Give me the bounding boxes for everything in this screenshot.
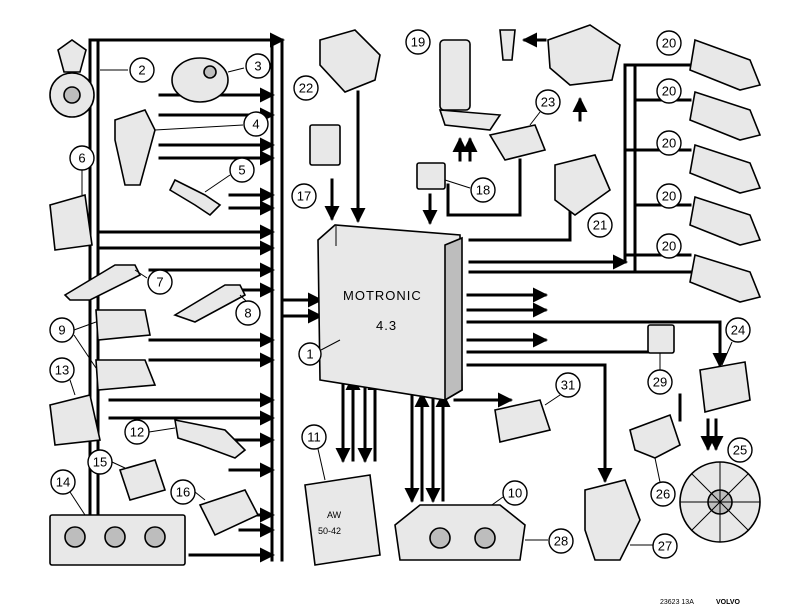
ecu-label-line1: MOTRONIC	[343, 288, 422, 303]
footer-code: 23623 13A	[660, 599, 694, 606]
callout-8: 8	[244, 306, 251, 321]
callout-28: 28	[554, 534, 568, 549]
right-bus-wires	[324, 32, 728, 503]
callout-9: 9	[58, 323, 65, 338]
callout-27: 27	[658, 539, 672, 554]
component-11-gearbox-module: 11 AW 50-42	[301, 424, 381, 566]
component-19-fuel-pump: 19	[405, 29, 502, 131]
callout-2: 2	[138, 63, 145, 78]
component-9-knock-sensor: 9	[49, 309, 157, 391]
spark-plug	[499, 29, 516, 61]
callout-19: 19	[411, 35, 425, 50]
component-31-switch: 31	[494, 372, 581, 443]
component-21-throttle-switch: 21	[554, 154, 613, 238]
gearbox-label-line2: 50-42	[318, 526, 341, 536]
callout-11: 11	[307, 430, 321, 445]
callout-20-b: 20	[662, 84, 676, 99]
callout-4: 4	[252, 117, 259, 132]
callout-20-d: 20	[662, 189, 676, 204]
callout-1: 1	[306, 347, 313, 362]
component-6-sensor: 6	[49, 145, 95, 251]
component-10-instrument-cluster: 10 28	[394, 480, 574, 561]
component-14-climate-panel: 14	[49, 469, 186, 566]
component-12-sensor: 12	[124, 418, 247, 459]
component-29-relay: 29	[647, 324, 675, 395]
callout-6: 6	[78, 151, 85, 166]
callout-16: 16	[176, 485, 190, 500]
component-4-airflow-meter: 4	[114, 109, 269, 186]
callout-5: 5	[238, 163, 245, 178]
callout-7: 7	[156, 275, 163, 290]
component-13-sensor: 13	[49, 357, 101, 446]
gearbox-label-line1: AW	[327, 510, 342, 520]
component-25-fan: 25	[679, 437, 761, 543]
callout-3: 3	[254, 59, 261, 74]
component-3-sensor: 3	[171, 53, 271, 103]
component-15-sensor: 15	[87, 449, 167, 501]
component-23-sensor: 23	[488, 89, 561, 161]
component-5-temp-sensor: 5	[168, 157, 255, 217]
component-8-sensor: 8	[173, 284, 261, 326]
component-18-relay: 18	[416, 162, 496, 203]
callout-12: 12	[130, 425, 144, 440]
footer-brand: VOLVO	[716, 599, 741, 606]
injector-5: 20	[656, 233, 762, 303]
callout-23: 23	[541, 95, 555, 110]
component-26-valve: 26	[629, 413, 681, 507]
component-2-horn: 2	[49, 39, 155, 118]
component-24-module: 24	[699, 317, 751, 414]
callout-22: 22	[299, 81, 313, 96]
callout-18: 18	[476, 183, 490, 198]
injector-1: 20	[656, 30, 762, 91]
component-7-sensor: 7	[63, 264, 173, 301]
injector-4: 20	[656, 183, 762, 246]
injector-2: 20	[656, 78, 762, 141]
callout-15: 15	[93, 455, 107, 470]
callout-29: 29	[653, 375, 667, 390]
component-16-sensor: 16	[170, 479, 260, 537]
component-17-relay: 17	[291, 124, 341, 209]
ecu-label-line2: 4.3	[376, 318, 397, 333]
callout-20-e: 20	[662, 239, 676, 254]
callout-10: 10	[508, 486, 522, 501]
callout-21: 21	[593, 218, 607, 233]
callout-25: 25	[733, 443, 747, 458]
component-22-idle-valve: 22	[293, 29, 381, 101]
callout-31: 31	[561, 378, 575, 393]
callout-17: 17	[297, 189, 311, 204]
callout-20-a: 20	[662, 36, 676, 51]
injector-3: 20	[656, 130, 762, 194]
injectors-group: 20 20 20 20 20	[656, 30, 762, 303]
component-distributor	[547, 24, 621, 86]
ecu-motronic: MOTRONIC 4.3 1	[298, 224, 463, 402]
footer: 23623 13A VOLVO	[660, 599, 741, 606]
callout-20-c: 20	[662, 136, 676, 151]
callout-26: 26	[656, 487, 670, 502]
component-27-valve: 27	[584, 479, 678, 561]
callout-24: 24	[731, 323, 745, 338]
callout-13: 13	[55, 363, 69, 378]
callout-14: 14	[56, 475, 70, 490]
